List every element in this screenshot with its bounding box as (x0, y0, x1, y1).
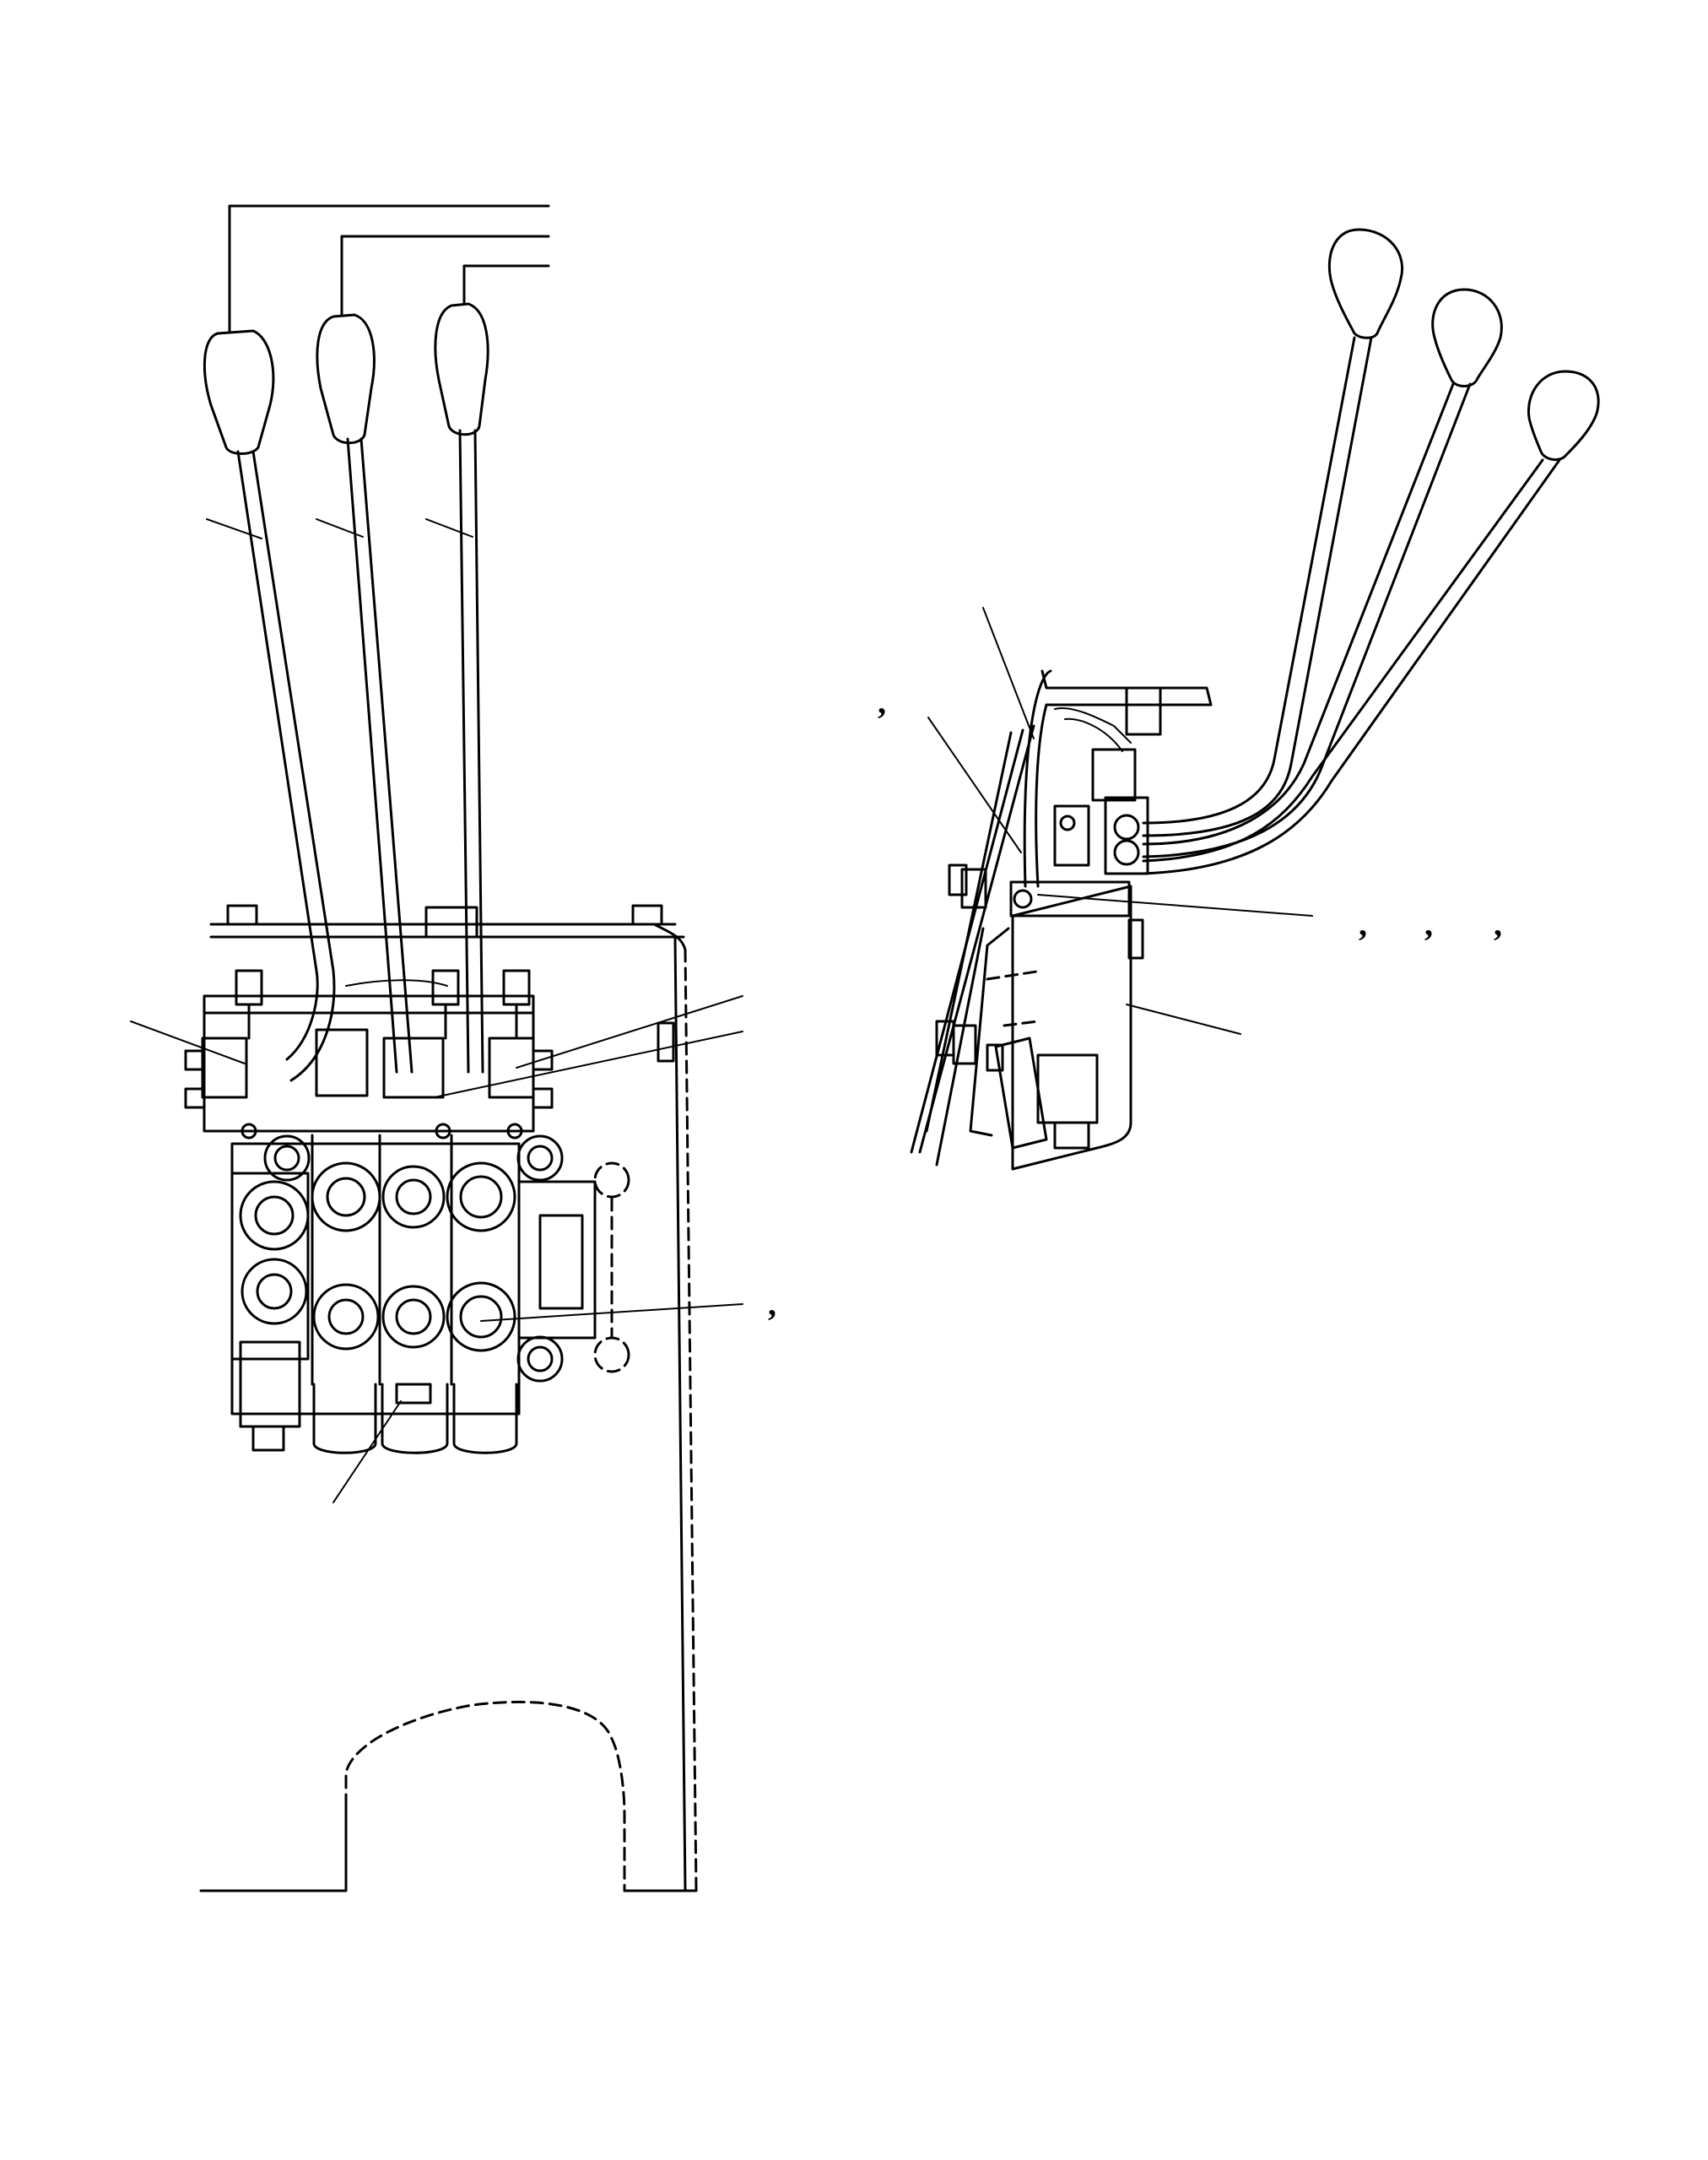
side-view (910, 228, 1600, 1171)
handle-leader-lines (228, 204, 550, 333)
lever-shaft-1 (236, 450, 336, 1082)
callout-mark-side-upper: , (878, 683, 886, 721)
side-frame (910, 724, 1035, 1167)
lever-knob-3 (434, 302, 489, 436)
base-outline (199, 1700, 698, 1892)
callout-mark-side-right-1: , (1359, 905, 1367, 943)
mounting-plate (209, 904, 687, 951)
side-lever-shaft-1 (1142, 336, 1373, 837)
lever-knob-1 (203, 329, 275, 455)
side-valve-housing (935, 885, 1144, 1171)
valve-bank (230, 1134, 630, 1454)
side-lever-shaft-3 (1142, 458, 1561, 875)
lever-bracket (184, 969, 554, 1140)
side-lever-knob-3 (1527, 370, 1600, 462)
callout-leaders-front (130, 518, 743, 1503)
lever-knob-2 (316, 313, 376, 445)
callout-mark-front-valve: , (768, 1285, 776, 1323)
frame-edge (657, 935, 698, 1892)
lever-shaft-2 (346, 437, 413, 1074)
side-lever-knob-1 (1327, 228, 1403, 339)
side-lever-shaft-2 (1142, 382, 1472, 858)
lever-shaft-3 (458, 429, 484, 1074)
callout-mark-side-right-2: , (1424, 905, 1433, 943)
front-view (130, 204, 743, 1892)
side-lever-knob-2 (1431, 288, 1503, 387)
side-bracket (948, 669, 1213, 918)
callout-mark-side-right-3: , (1494, 905, 1502, 943)
